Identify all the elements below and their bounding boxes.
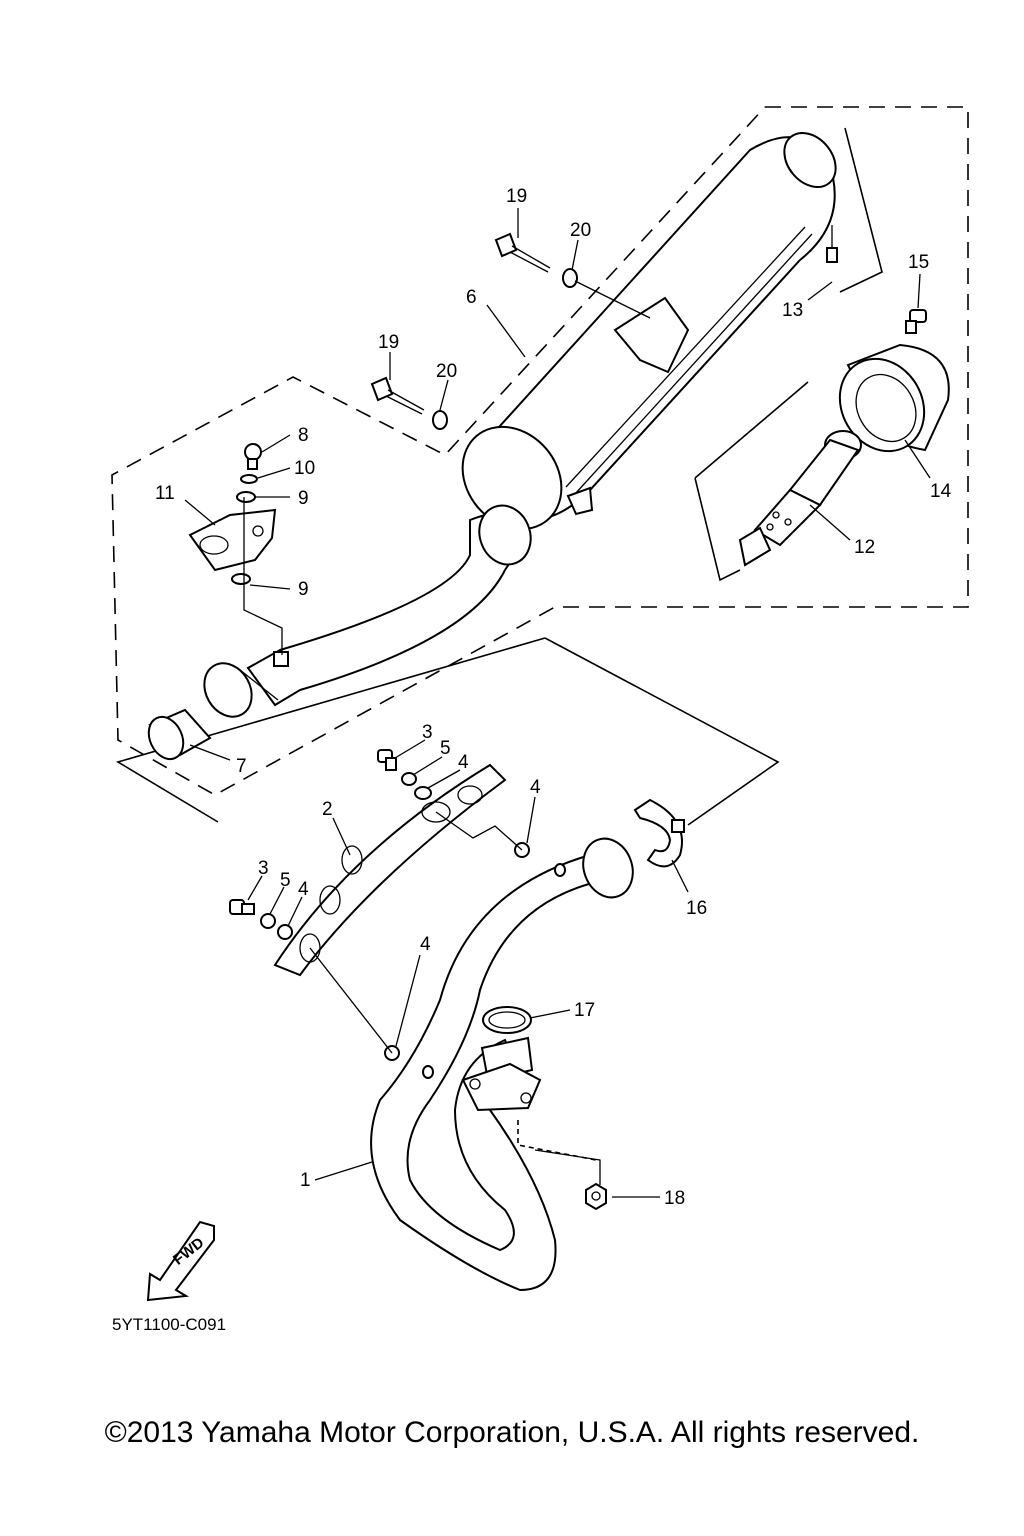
washer-20-upper: [562, 268, 578, 288]
bolt-leader-upper: [574, 280, 651, 319]
spark-arrester-12: [738, 430, 862, 567]
callout-1: 1: [300, 1170, 311, 1191]
nut-leader: [534, 1149, 601, 1185]
callout-8: 8: [298, 425, 309, 446]
gasket-7: [147, 708, 212, 761]
callout-4-right-upper: 4: [530, 777, 541, 798]
tailpipe-outline-edge: [694, 381, 809, 479]
copyright-footer: ©2013 Yamaha Motor Corporation, U.S.A. A…: [104, 1416, 920, 1449]
callout-19-upper: 19: [506, 186, 527, 207]
callout-16: 16: [686, 898, 707, 919]
callout-4-right-lower: 4: [420, 934, 431, 955]
bolt-8: [244, 443, 262, 470]
washer-4-upper: [414, 786, 432, 800]
callout-3-upper: 3: [422, 722, 433, 743]
heat-protector-2: [273, 763, 507, 977]
washer-9-lower: [231, 573, 251, 585]
callout-2: 2: [322, 799, 333, 820]
callout-4-upper: 4: [458, 752, 469, 773]
gasket-17: [482, 1006, 532, 1034]
washer-leader-lower: [309, 947, 393, 1054]
washer-20-lower: [432, 410, 448, 430]
callout-13: 13: [782, 300, 803, 321]
exhaust-flange: [461, 1036, 542, 1112]
callout-5-upper: 5: [440, 738, 451, 759]
gasket-17-inner: [488, 1011, 526, 1029]
callout-12: 12: [854, 537, 875, 558]
callout-4-lower: 4: [298, 879, 309, 900]
nut-leader-dashed: [517, 1120, 600, 1161]
forward-arrow-icon: FWD: [146, 1220, 215, 1302]
mid-pipe: [203, 504, 532, 718]
nut-18: [585, 1182, 607, 1211]
callout-3-lower: 3: [258, 858, 269, 879]
diagram-code: 5YT1100-C091: [112, 1315, 226, 1334]
callout-9-upper: 9: [298, 488, 309, 509]
callout-14: 14: [930, 481, 952, 502]
callout-9-lower: 9: [298, 579, 309, 600]
washer-9-upper: [236, 491, 256, 503]
callout-19-lower: 19: [378, 332, 399, 353]
header-group-outline-left: [116, 637, 546, 823]
callout-6: 6: [466, 287, 477, 308]
header-group-outline: [544, 637, 780, 826]
washer-5-upper: [401, 772, 417, 786]
bolt-19-upper: [494, 232, 551, 273]
screw-3-upper: [377, 749, 397, 771]
callout-18: 18: [664, 1188, 685, 1209]
end-cap-14: [838, 343, 950, 453]
screw-3-lower: [229, 899, 255, 915]
callout-15: 15: [908, 252, 929, 273]
screw-15: [905, 309, 927, 334]
callout-17: 17: [574, 1000, 595, 1021]
callout-20-lower: 20: [436, 361, 457, 382]
callout-20-upper: 20: [570, 220, 591, 241]
callout-11: 11: [155, 483, 175, 504]
tailpipe-subgroup-outline: [839, 127, 883, 293]
callout-5-lower: 5: [280, 870, 291, 891]
clamp-16: [633, 798, 685, 868]
washer-4-lower: [277, 924, 293, 940]
leader-lines: [184, 208, 931, 1198]
silencer-body: [461, 132, 837, 531]
washer-leader-upper: [435, 811, 523, 851]
washer-10: [240, 474, 258, 484]
screw-13: [826, 225, 838, 263]
washer-5-lower: [260, 913, 276, 929]
silencer-group-outline: [111, 106, 969, 796]
bolt-19-lower: [370, 376, 425, 415]
hardware-leader: [243, 497, 283, 655]
callout-10: 10: [294, 458, 315, 479]
callout-7: 7: [236, 756, 247, 777]
bracket-11: [188, 508, 277, 572]
tailpipe-subgroup-outline-lower: [694, 477, 741, 582]
